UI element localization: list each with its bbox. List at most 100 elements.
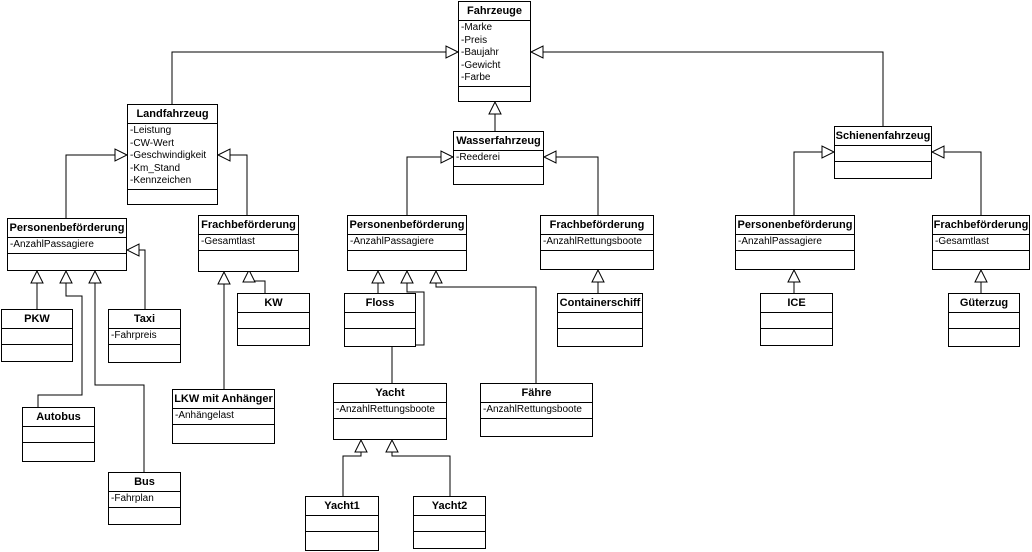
class-ice: ICE (760, 293, 833, 346)
class-landfahrzeug: Landfahrzeug-Leistung-CW-Wert-Geschwindi… (127, 104, 218, 205)
class-attribute: -CW-Wert (130, 137, 175, 149)
class-attribute: -Kennzeichen (130, 175, 192, 186)
class-name: Frachbeförderung (199, 216, 298, 235)
arrowhead-icon (242, 268, 256, 283)
class-name: Personenbeförderung (736, 216, 854, 235)
class-attribute: -AnzahlRettungsboote (336, 404, 435, 415)
attribute-compartment (238, 313, 309, 329)
class-autobus: Autobus (22, 407, 95, 462)
attribute-compartment: -Gesamtlast (199, 235, 298, 251)
edge-schienenfahrzeug-fahrzeuge (543, 51, 884, 126)
class-attribute: -AnzahlPassagiere (738, 236, 822, 247)
attribute-compartment: -Marke-Preis-Baujahr-Gewicht-Farbe (459, 21, 530, 87)
class-name: Containerschiff (558, 294, 642, 313)
class-name: Personenbeförderung (348, 216, 466, 235)
edge-landfahrzeug-fahrzeuge (171, 51, 446, 104)
class-fahrzeuge: Fahrzeuge-Marke-Preis-Baujahr-Gewicht-Fa… (458, 1, 531, 102)
edge-bus-land-personen (94, 283, 145, 472)
attribute-compartment (761, 313, 832, 329)
attribute-compartment: -Fahrpreis (109, 329, 180, 345)
arrowhead-icon (787, 268, 801, 283)
attribute-compartment (414, 516, 485, 532)
arrowhead-icon (488, 100, 502, 115)
class-attribute: -Farbe (461, 72, 491, 83)
arrowhead-icon (114, 148, 129, 162)
class-schienenfahrzeug: Schienenfahrzeug (834, 126, 932, 179)
class-attribute: -Leistung (130, 125, 172, 136)
class-attribute: -Gesamtlast (935, 236, 989, 247)
arrowhead-icon (125, 243, 140, 257)
attribute-compartment: -AnzahlRettungsboote (541, 235, 653, 251)
attribute-compartment: -Reederei (454, 151, 543, 167)
class-attribute: -Gesamtlast (201, 236, 255, 247)
class-name: Schienenfahrzeug (835, 127, 931, 146)
class-wasser-frachbefoerderung: Frachbeförderung-AnzahlRettungsboote (540, 215, 654, 270)
class-attribute: -Gewicht (461, 59, 501, 71)
arrowhead-icon (385, 438, 399, 453)
class-land-personenbefoerderung: Personenbeförderung-AnzahlPassagiere (7, 218, 127, 271)
edge-wasser-personen-wasserfahrzeug (406, 156, 441, 215)
arrowhead-icon (400, 269, 414, 284)
class-name: PKW (2, 310, 72, 329)
class-wasserfahrzeug: Wasserfahrzeug-Reederei (453, 131, 544, 185)
attribute-compartment: -Leistung-CW-Wert-Geschwindigkeit-Km_Sta… (128, 124, 217, 190)
class-name: Yacht2 (414, 497, 485, 516)
class-name: Güterzug (949, 294, 1019, 313)
class-name: Floss (345, 294, 415, 313)
class-name: Yacht1 (306, 497, 378, 516)
arrowhead-icon (59, 269, 73, 284)
attribute-compartment: -AnzahlRettungsboote (334, 403, 446, 419)
arrowhead-icon (440, 150, 455, 164)
edge-faehre-wasser-personen (435, 283, 537, 383)
attribute-compartment (306, 516, 378, 532)
class-kw: KW (237, 293, 310, 346)
attribute-compartment: -Gesamtlast (933, 235, 1029, 251)
attribute-compartment: -AnzahlPassagiere (8, 238, 126, 254)
class-bus: Bus-Fahrplan (108, 472, 181, 525)
edge-wasser-fracht-wasserfahrzeug (556, 156, 599, 215)
attribute-compartment (558, 313, 642, 329)
class-land-frachbefoerderung: Frachbeförderung-Gesamtlast (198, 215, 299, 272)
attribute-compartment: -AnzahlPassagiere (736, 235, 854, 251)
attribute-compartment: -Fahrplan (109, 492, 180, 508)
edge-schiene-fracht-schienenfahrzeug (944, 151, 982, 215)
class-name: ICE (761, 294, 832, 313)
attribute-compartment (2, 329, 72, 345)
class-gueterzug: Güterzug (948, 293, 1020, 347)
class-name: Taxi (109, 310, 180, 329)
class-taxi: Taxi-Fahrpreis (108, 309, 181, 363)
class-name: Frachbeförderung (541, 216, 653, 235)
class-name: KW (238, 294, 309, 313)
edge-yacht-wasser-personen (391, 283, 425, 383)
edge-yacht2-yacht (391, 452, 451, 496)
class-attribute: -Reederei (456, 152, 500, 163)
class-attribute: -Km_Stand (130, 162, 181, 174)
class-name: Wasserfahrzeug (454, 132, 543, 151)
arrowhead-icon (445, 45, 460, 59)
arrowhead-icon (354, 438, 368, 453)
class-attribute: -AnzahlRettungsboote (543, 236, 642, 247)
edge-land-fracht-landfahrzeug (230, 154, 248, 215)
edge-kw-land-fracht (248, 280, 266, 293)
class-attribute: -Anhängelast (175, 410, 234, 421)
edge-yacht1-yacht (342, 452, 362, 496)
class-name: Frachbeförderung (933, 216, 1029, 235)
attribute-compartment (23, 427, 94, 443)
attribute-compartment (949, 313, 1019, 329)
class-name: Landfahrzeug (128, 105, 217, 124)
class-name: Fähre (481, 384, 592, 403)
arrowhead-icon (371, 269, 385, 284)
arrowhead-icon (542, 150, 557, 164)
attribute-compartment: -Anhängelast (173, 409, 274, 425)
class-yacht: Yacht-AnzahlRettungsboote (333, 383, 447, 440)
edge-autobus-land-personen (37, 283, 83, 407)
class-attribute: -AnzahlPassagiere (10, 239, 94, 250)
class-name: Bus (109, 473, 180, 492)
attribute-compartment (835, 146, 931, 162)
arrowhead-icon (88, 269, 102, 284)
class-attribute: -Marke (461, 22, 493, 33)
class-name: Autobus (23, 408, 94, 427)
arrowhead-icon (216, 148, 231, 162)
class-lkw-mit-anhaenger: LKW mit Anhänger-Anhängelast (172, 389, 275, 444)
